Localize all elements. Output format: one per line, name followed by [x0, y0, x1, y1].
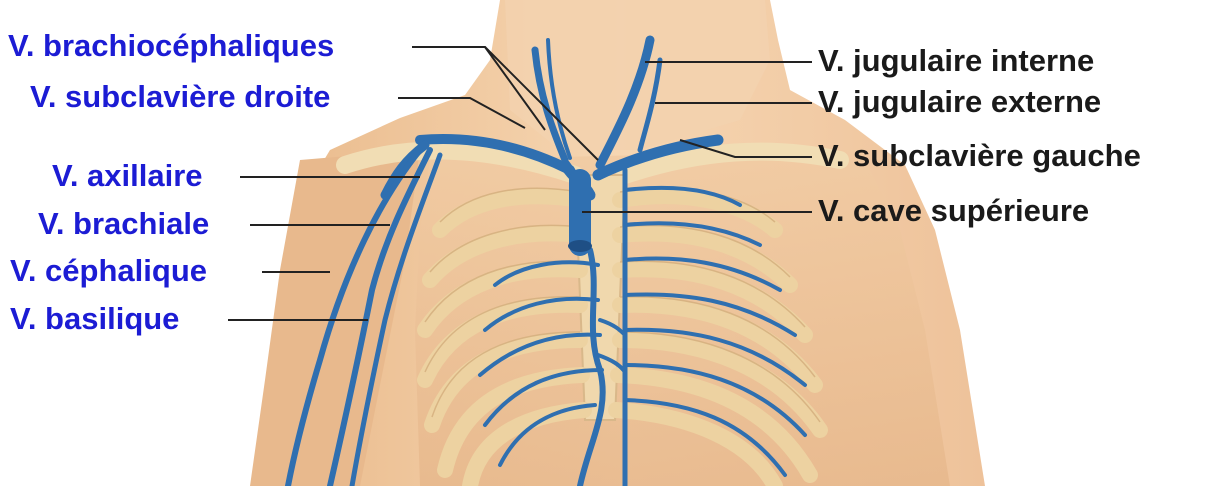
label-brachiocephaliques: V. brachiocéphaliques — [8, 30, 334, 61]
label-jugulaire-interne: V. jugulaire interne — [818, 45, 1094, 76]
label-axillaire: V. axillaire — [52, 160, 203, 191]
label-cave-superieure: V. cave supérieure — [818, 195, 1089, 226]
label-cephalique: V. céphalique — [10, 255, 207, 286]
label-subclaviere-droite: V. subclavière droite — [30, 81, 330, 112]
label-basilique: V. basilique — [10, 303, 179, 334]
label-jugulaire-externe: V. jugulaire externe — [818, 86, 1101, 117]
label-subclaviere-gauche: V. subclavière gauche — [818, 140, 1141, 171]
label-brachiale: V. brachiale — [38, 208, 209, 239]
